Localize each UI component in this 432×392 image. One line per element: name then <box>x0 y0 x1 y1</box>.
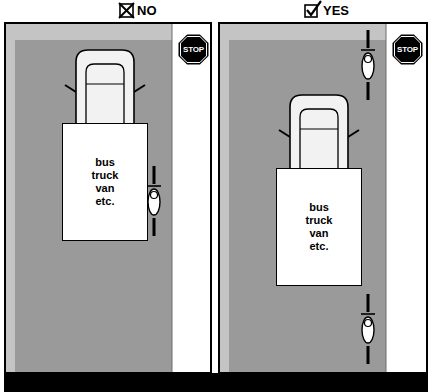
bicycle <box>361 294 375 364</box>
panel-heading: NO <box>137 3 157 18</box>
stop-sign: STOP <box>392 34 423 65</box>
bicycle <box>147 166 161 236</box>
panel-heading: YES <box>323 3 349 18</box>
octagon-fill <box>393 35 423 65</box>
stop-sign: STOP <box>178 34 209 65</box>
vehicle-box: bus truck van etc. <box>276 168 362 286</box>
left-panel <box>5 23 211 373</box>
bicycle <box>361 30 375 100</box>
vehicle-label: bus truck van etc. <box>306 201 333 254</box>
sign-text: STOP <box>183 45 204 54</box>
vehicle-label: bus truck van etc. <box>92 156 119 209</box>
vehicle-cab <box>65 50 145 124</box>
right-panel <box>219 23 427 373</box>
octagon-rim <box>395 37 421 63</box>
octagon-fill <box>179 35 209 65</box>
vehicle-box: bus truck van etc. <box>62 123 148 241</box>
sign-text: STOP <box>397 45 418 54</box>
yes-checkbox <box>305 1 321 17</box>
octagon-rim <box>181 37 207 63</box>
bottom-bar <box>4 373 428 392</box>
no-checkbox <box>119 3 134 18</box>
vehicle-cab <box>279 95 359 169</box>
